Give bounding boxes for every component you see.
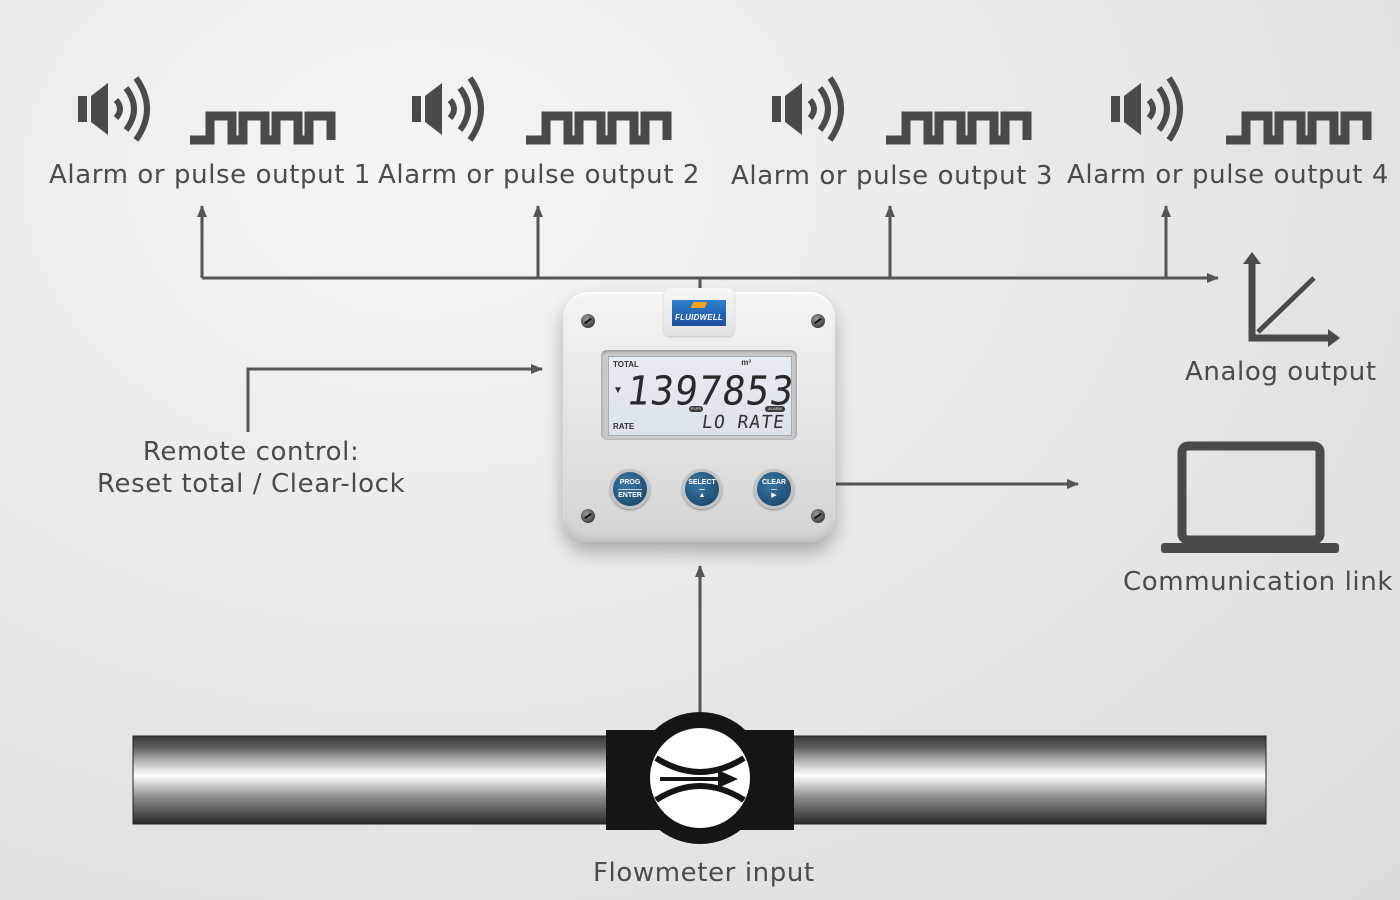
- up-arrow-icon: ▲: [698, 488, 706, 501]
- pulse-wave-icon: [1226, 116, 1367, 140]
- screw-icon: [811, 509, 825, 523]
- speaker-icon: [772, 78, 841, 140]
- flowmeter-input-label: Flowmeter input: [593, 858, 815, 888]
- remote-control-arrow: [246, 364, 543, 432]
- screw-icon: [811, 314, 825, 328]
- output-label-1: Alarm or pulse output 1: [49, 160, 372, 190]
- analog-output-label: Analog output: [1185, 357, 1377, 387]
- screw-icon: [581, 509, 595, 523]
- prog-enter-button[interactable]: PROG ENTER: [610, 469, 650, 509]
- speaker-icon: [412, 78, 481, 140]
- lcd-unit: m³: [741, 358, 751, 367]
- brand-logo: FLUIDWELL: [672, 300, 726, 326]
- lcd-indicator-1: FLPS: [689, 406, 703, 412]
- pulse-wave-icon: [190, 116, 331, 140]
- prog-label: PROG: [619, 478, 641, 486]
- enter-label: ENTER: [618, 488, 642, 501]
- screw-icon: [581, 314, 595, 328]
- select-up-button[interactable]: SELECT ▲: [682, 469, 722, 509]
- remote-control-line-1: Remote control:: [142, 437, 360, 467]
- select-label: SELECT: [688, 478, 716, 486]
- output-icons-2: [412, 78, 667, 140]
- output-icons-3: [772, 78, 1027, 140]
- remote-control-label: Remote control: Reset total / Clear-lock: [97, 436, 405, 500]
- speaker-icon: [78, 78, 147, 140]
- clear-label: CLEAR: [761, 478, 787, 486]
- clear-right-button[interactable]: CLEAR ▶: [754, 469, 794, 509]
- lcd-indicator-alarm: ALARM: [765, 406, 785, 412]
- lcd-arrow-down-icon: ▼: [613, 385, 623, 396]
- pulse-wave-icon: [886, 116, 1027, 140]
- output-label-2: Alarm or pulse output 2: [378, 160, 701, 190]
- lcd-status-text: LO RATE: [700, 412, 787, 433]
- right-arrow-icon: ▶: [771, 488, 777, 501]
- lcd-total-label: TOTAL: [613, 360, 639, 369]
- output-label-3: Alarm or pulse output 3: [731, 161, 1054, 191]
- flow-rate-totalizer-device: FLUIDWELL TOTAL m³ ▼ 1397853 FLPS ALARM …: [563, 288, 835, 542]
- communication-link-label: Communication link: [1123, 567, 1393, 597]
- output-label-4: Alarm or pulse output 4: [1067, 160, 1390, 190]
- pulse-wave-icon: [526, 116, 667, 140]
- flowmeter-icon: [606, 712, 794, 844]
- lcd-frame: TOTAL m³ ▼ 1397853 FLPS ALARM RATE LO RA…: [601, 350, 797, 440]
- lcd-display: TOTAL m³ ▼ 1397853 FLPS ALARM RATE LO RA…: [608, 356, 797, 436]
- remote-control-line-2: Reset total / Clear-lock: [97, 469, 406, 499]
- brand-tab: FLUIDWELL: [664, 288, 734, 336]
- lcd-rate-label: RATE: [613, 422, 635, 431]
- brand-name: FLUIDWELL: [674, 312, 723, 322]
- output-icons-1: [78, 78, 331, 140]
- analog-graph-icon: [1243, 252, 1340, 347]
- speaker-icon: [1111, 78, 1180, 140]
- laptop-icon: [1161, 441, 1339, 553]
- output-icons-4: [1111, 78, 1367, 140]
